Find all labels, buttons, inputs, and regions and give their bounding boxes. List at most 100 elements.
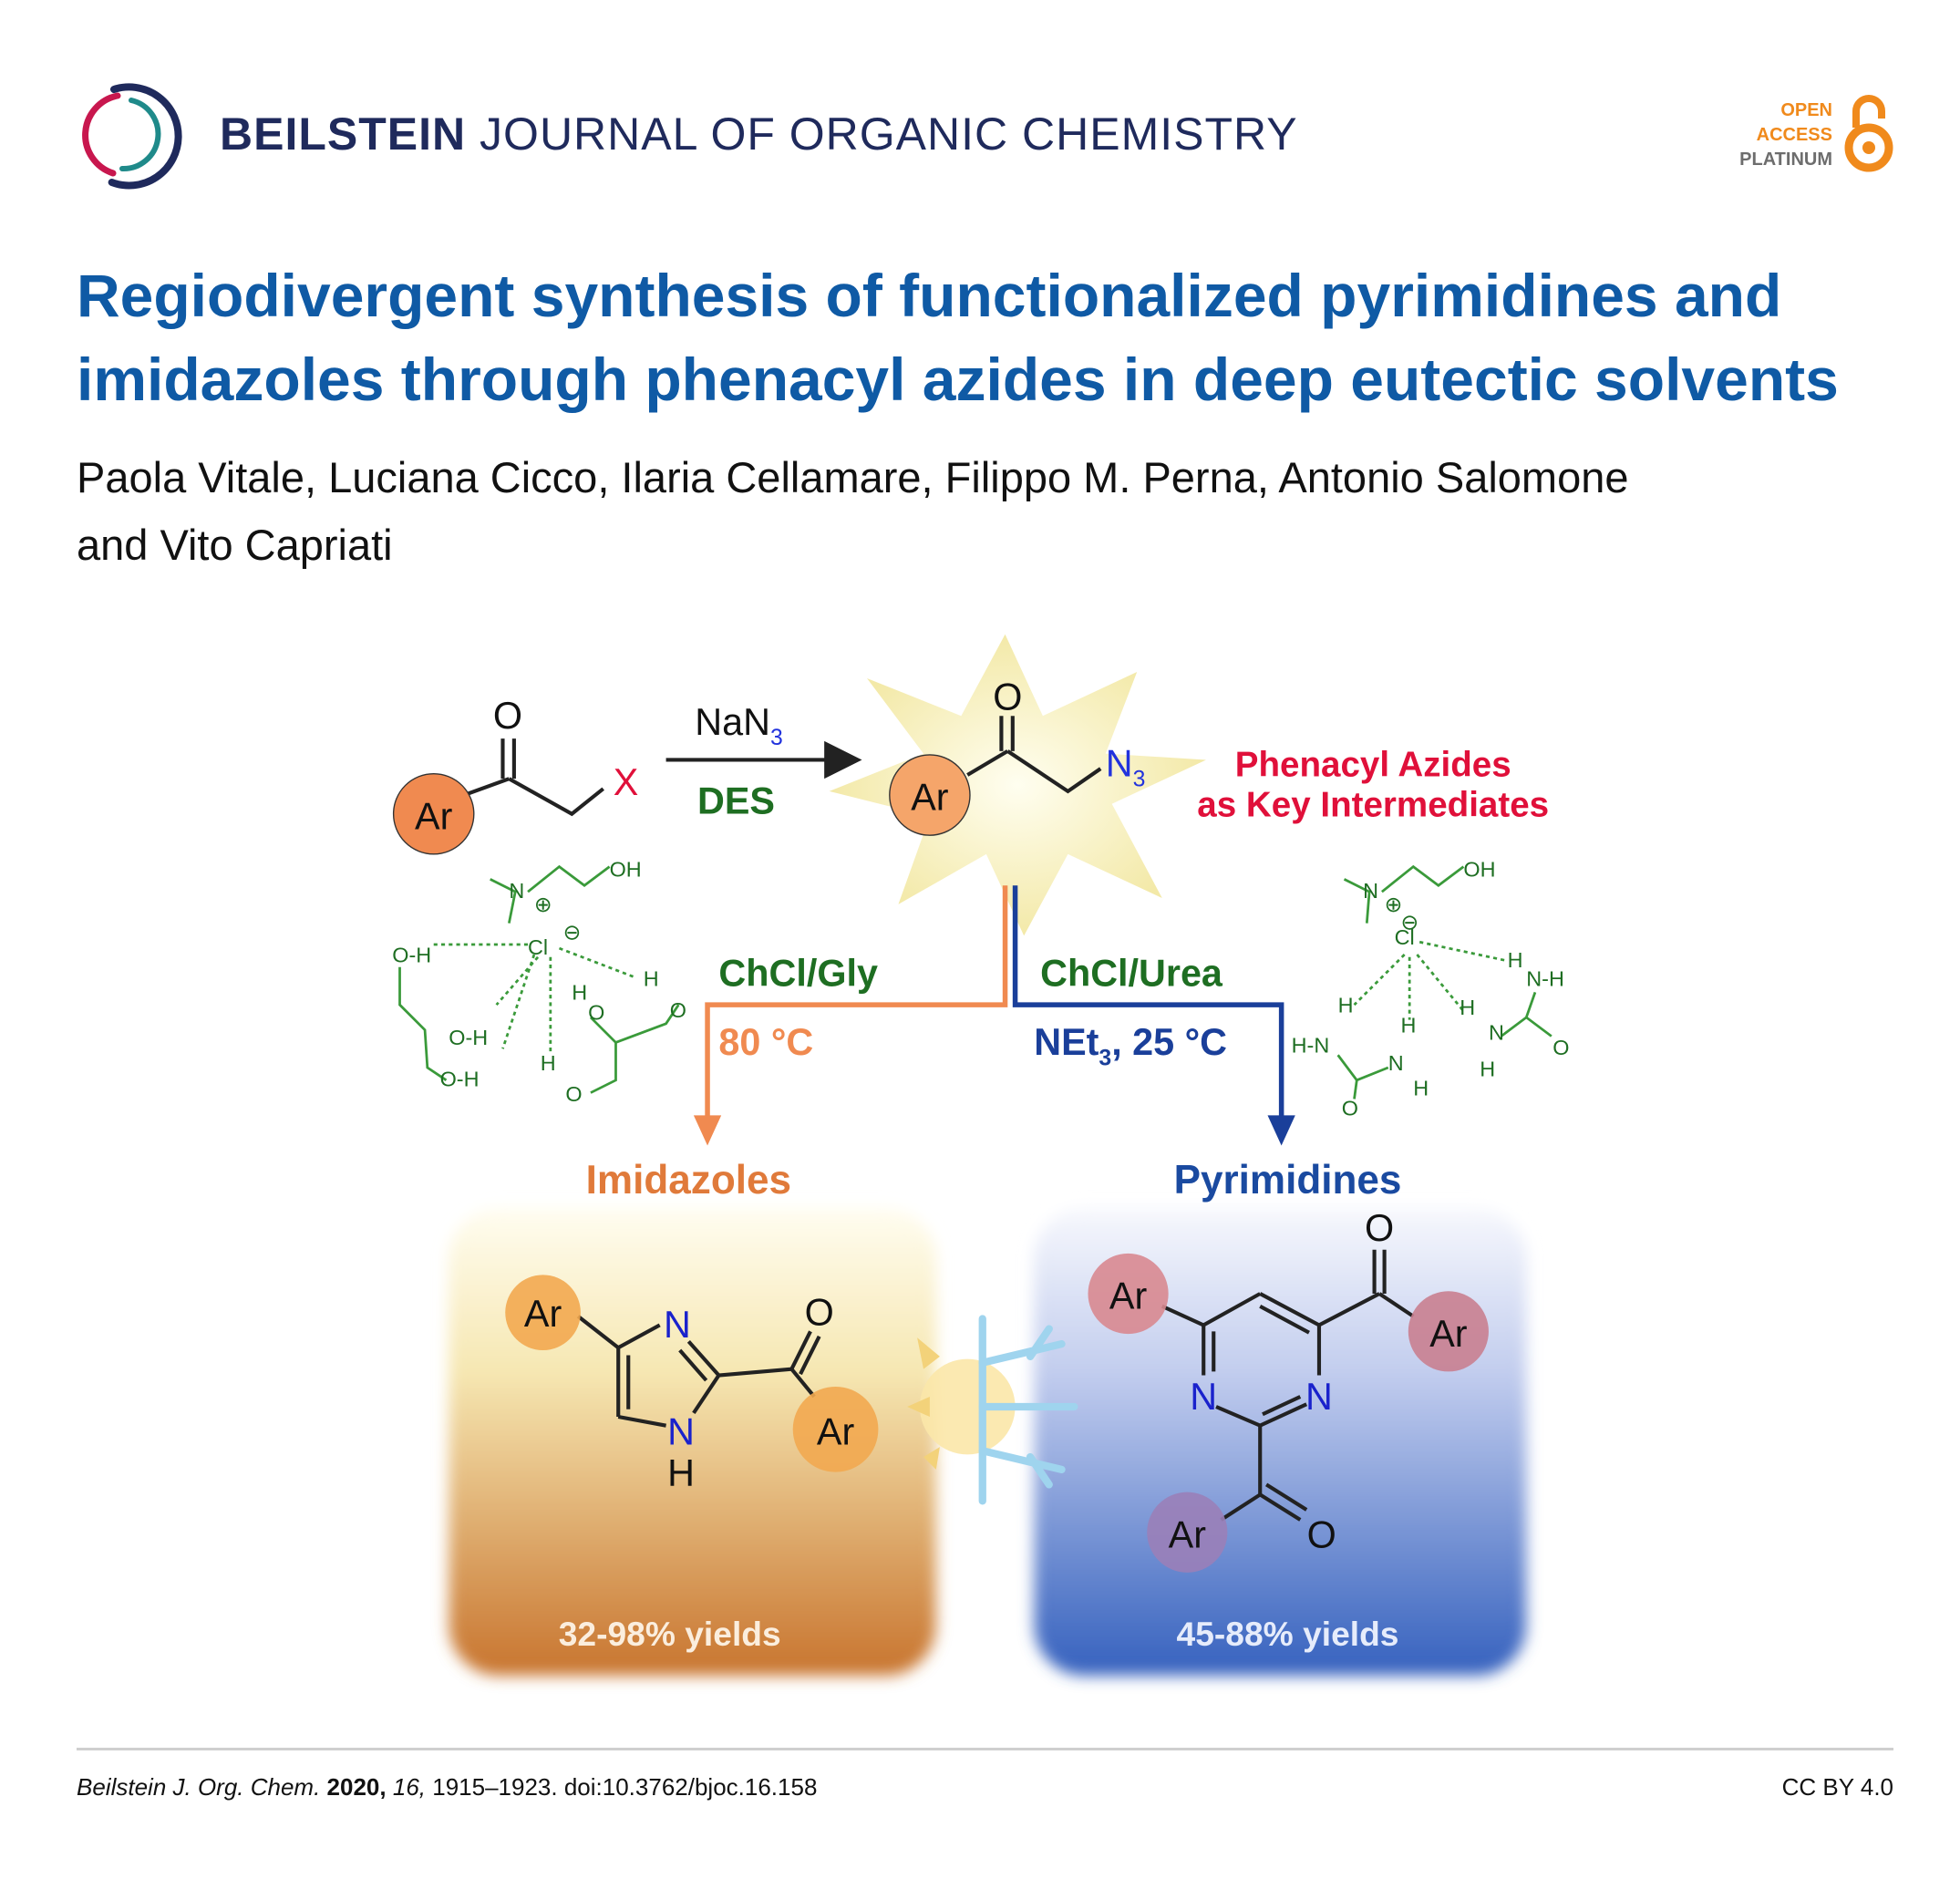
- aryl-label: Ar: [1169, 1513, 1207, 1555]
- svg-text:O: O: [588, 1001, 604, 1025]
- svg-text:OH: OH: [610, 858, 642, 882]
- aryl-label: Ar: [1429, 1313, 1468, 1355]
- sun-icon: [907, 1337, 1016, 1470]
- svg-text:N: N: [1388, 1051, 1404, 1075]
- oxygen-label: O: [493, 695, 522, 737]
- imidazole-path-arrow: [705, 885, 1008, 1125]
- journal-name-rest: JOURNAL OF ORGANIC CHEMISTRY: [480, 108, 1298, 160]
- svg-text:⊖: ⊖: [563, 921, 582, 945]
- svg-text:⊕: ⊕: [1385, 893, 1403, 916]
- nitrogen-label: N: [1190, 1376, 1217, 1418]
- aryl-group: [1088, 1253, 1169, 1335]
- open-access-badge: OPEN ACCESS PLATINUM: [1739, 98, 1832, 172]
- oxygen-label: O: [805, 1291, 834, 1333]
- imidazole-arrowhead: [693, 1115, 722, 1146]
- aryl-label: Ar: [1109, 1275, 1148, 1317]
- pyrimidine-arrowhead: [1267, 1115, 1295, 1146]
- chcl-urea-structure: [1336, 864, 1553, 1100]
- azide-label: N3: [1106, 742, 1146, 791]
- badge-open: OPEN: [1780, 100, 1832, 120]
- svg-text:H: H: [1480, 1058, 1495, 1081]
- nitrogen-label: N: [664, 1304, 691, 1346]
- citation-journal: Beilstein J. Org. Chem.: [77, 1773, 321, 1801]
- svg-text:H: H: [1460, 996, 1475, 1019]
- right-des-label: ChCl/Urea: [1040, 952, 1223, 994]
- svg-text:N: N: [509, 879, 524, 903]
- solvent-label: DES: [697, 780, 775, 822]
- oxygen-label: O: [1365, 1207, 1394, 1249]
- svg-text:H: H: [1401, 1013, 1417, 1037]
- aryl-group: [1147, 1492, 1228, 1573]
- svg-text:Cl: Cl: [1395, 925, 1415, 949]
- reagent-label: NaN3: [695, 701, 782, 750]
- svg-text:H: H: [1413, 1076, 1429, 1100]
- beilstein-logo: [82, 83, 182, 190]
- svg-text:H-N: H-N: [1292, 1033, 1330, 1057]
- oxygen-label: O: [993, 676, 1022, 718]
- svg-text:H: H: [572, 981, 587, 1005]
- starburst-highlight: [829, 634, 1206, 936]
- chcl-glycerol-labels: N OH ⊕ Cl ⊖ O-H O-H O-H H H H O O O: [392, 858, 686, 1107]
- citation-volume: 16,: [392, 1773, 427, 1801]
- imidazole-structure: [576, 1315, 821, 1428]
- svg-text:N: N: [1489, 1021, 1504, 1045]
- phenacyl-azide: [966, 716, 1102, 794]
- svg-text:H: H: [1338, 993, 1354, 1017]
- license-label[interactable]: CC BY 4.0: [1781, 1773, 1893, 1801]
- nitrogen-label: N: [667, 1410, 695, 1452]
- svg-text:OH: OH: [1463, 858, 1495, 882]
- starting-material: [467, 738, 604, 817]
- oxygen-label: O: [1307, 1513, 1336, 1555]
- citation: Beilstein J. Org. Chem. 2020, 16, 1915–1…: [77, 1773, 817, 1802]
- aryl-group: [505, 1275, 581, 1350]
- svg-text:H: H: [644, 966, 659, 990]
- key-intermediate-line2: as Key Intermediates: [1197, 785, 1549, 824]
- journal-name-bold: BEILSTEIN: [220, 108, 467, 160]
- pyrimidine-path-arrow: [1012, 885, 1284, 1125]
- svg-text:N: N: [1363, 879, 1378, 903]
- hydrogen-label: H: [667, 1452, 695, 1494]
- aryl-label: Ar: [817, 1410, 855, 1452]
- aryl-group: [1408, 1291, 1489, 1372]
- svg-text:⊕: ⊕: [534, 893, 552, 916]
- svg-text:H: H: [1508, 948, 1523, 972]
- svg-text:N-H: N-H: [1526, 966, 1564, 990]
- key-intermediate-line1: Phenacyl Azides: [1235, 745, 1511, 784]
- svg-text:Cl: Cl: [528, 935, 548, 959]
- chcl-urea-labels: N OH ⊕ Cl ⊖ H N-H H H H H-N N H O N H O: [1292, 858, 1570, 1120]
- footer-divider: [77, 1748, 1893, 1750]
- svg-text:H: H: [541, 1051, 556, 1075]
- svg-text:O: O: [565, 1082, 582, 1106]
- imidazole-yield: 32-98% yields: [559, 1615, 781, 1653]
- leaving-group-label: X: [614, 761, 639, 803]
- aryl-label: Ar: [911, 777, 949, 819]
- aryl-group: [792, 1386, 879, 1472]
- badge-platinum: PLATINUM: [1739, 150, 1832, 170]
- authors-line-1: Paola Vitale, Luciana Cicco, Ilaria Cell…: [77, 453, 1629, 501]
- left-des-label: ChCl/Gly: [718, 952, 878, 994]
- aryl-group: [889, 754, 971, 836]
- aryl-group: [392, 772, 475, 855]
- svg-text:O: O: [670, 998, 686, 1022]
- imidazoles-heading: Imidazoles: [586, 1158, 791, 1203]
- pyrimidines-heading: Pyrimidines: [1174, 1158, 1402, 1203]
- authors-line-2: and Vito Capriati: [77, 521, 393, 569]
- aryl-label: Ar: [415, 795, 453, 837]
- citation-doi[interactable]: 1915–1923. doi:10.3762/bjoc.16.158: [432, 1773, 818, 1801]
- pyrimidine-structure: [1161, 1249, 1415, 1522]
- snowflake-icon: [978, 1315, 1078, 1505]
- chcl-glycerol-structure: [398, 864, 680, 1094]
- svg-text:⊖: ⊖: [1401, 910, 1419, 934]
- svg-text:O-H: O-H: [449, 1026, 488, 1049]
- citation-year: 2020,: [326, 1773, 387, 1801]
- aryl-label: Ar: [524, 1293, 562, 1335]
- svg-text:O: O: [1342, 1096, 1358, 1120]
- journal-name: BEILSTEIN JOURNAL OF ORGANIC CHEMISTRY: [220, 108, 1298, 160]
- svg-text:O-H: O-H: [440, 1068, 480, 1091]
- pyrimidine-yield: 45-88% yields: [1177, 1615, 1399, 1653]
- svg-text:O: O: [1553, 1036, 1569, 1059]
- open-lock-icon: [1844, 95, 1893, 172]
- article-title: Regiodivergent synthesis of functionaliz…: [77, 262, 1839, 413]
- badge-access: ACCESS: [1756, 125, 1832, 145]
